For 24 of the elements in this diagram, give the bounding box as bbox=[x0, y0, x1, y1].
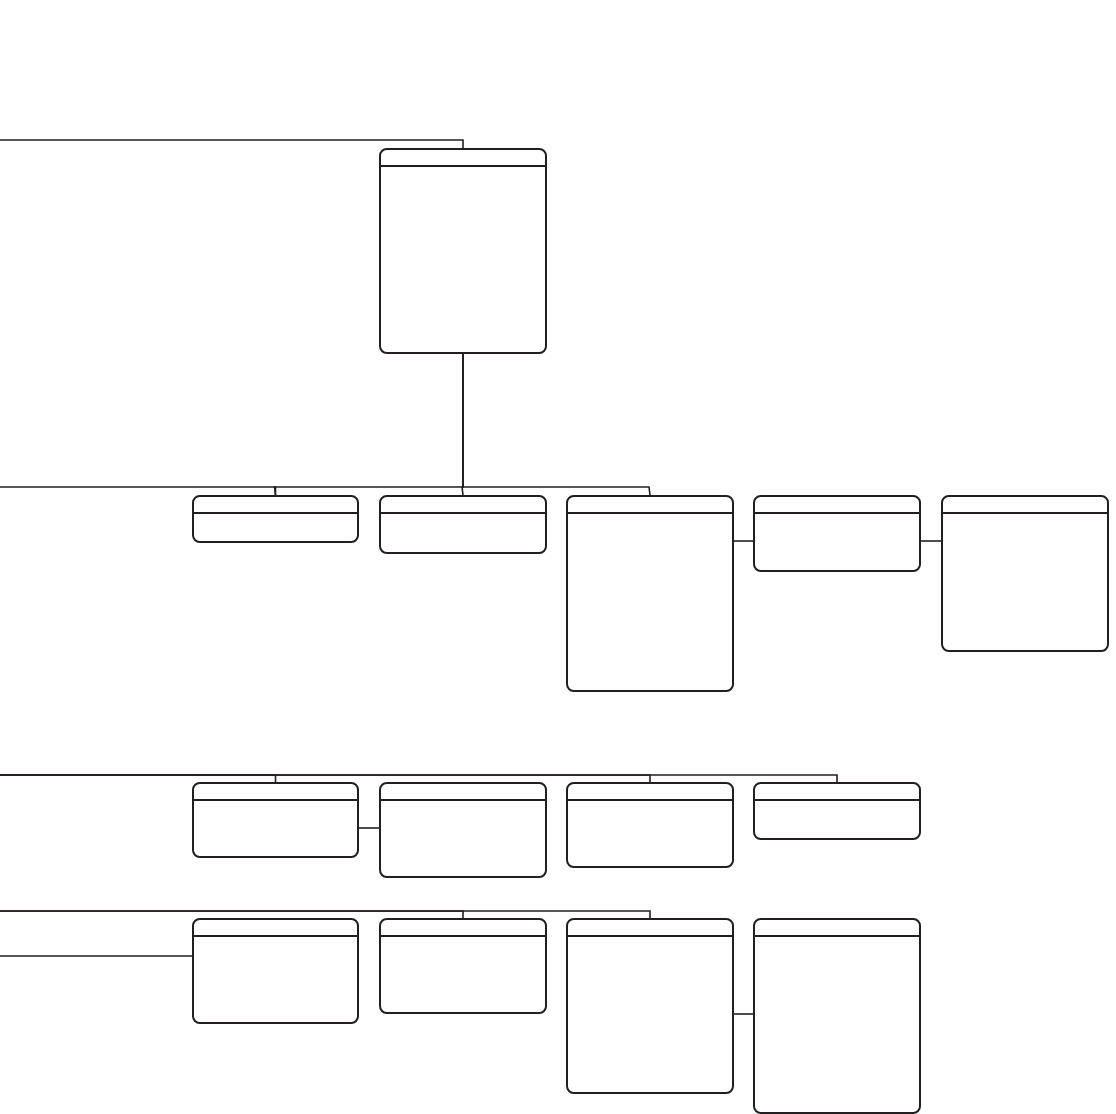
connector-line bbox=[358, 827, 380, 829]
header-box bbox=[191, 495, 360, 543]
connector-line bbox=[920, 540, 942, 542]
connector-line bbox=[0, 774, 838, 783]
header-box bbox=[378, 782, 548, 878]
header-box bbox=[191, 782, 360, 858]
header-box bbox=[378, 918, 548, 1014]
header-box bbox=[752, 495, 922, 572]
connector-line bbox=[733, 1013, 754, 1015]
header-box bbox=[565, 495, 735, 692]
header-box bbox=[378, 148, 548, 354]
header-box bbox=[940, 495, 1110, 652]
connector-line bbox=[0, 486, 277, 496]
connector-line bbox=[0, 955, 193, 957]
header-box bbox=[565, 782, 735, 868]
connector-line bbox=[733, 540, 754, 542]
header-box bbox=[752, 782, 922, 840]
header-box bbox=[752, 918, 922, 1114]
connector-line bbox=[462, 353, 651, 496]
connector-line bbox=[0, 139, 464, 149]
header-box bbox=[378, 495, 548, 554]
header-box bbox=[565, 918, 735, 1094]
header-box bbox=[191, 918, 360, 1024]
connector-line bbox=[0, 910, 651, 919]
